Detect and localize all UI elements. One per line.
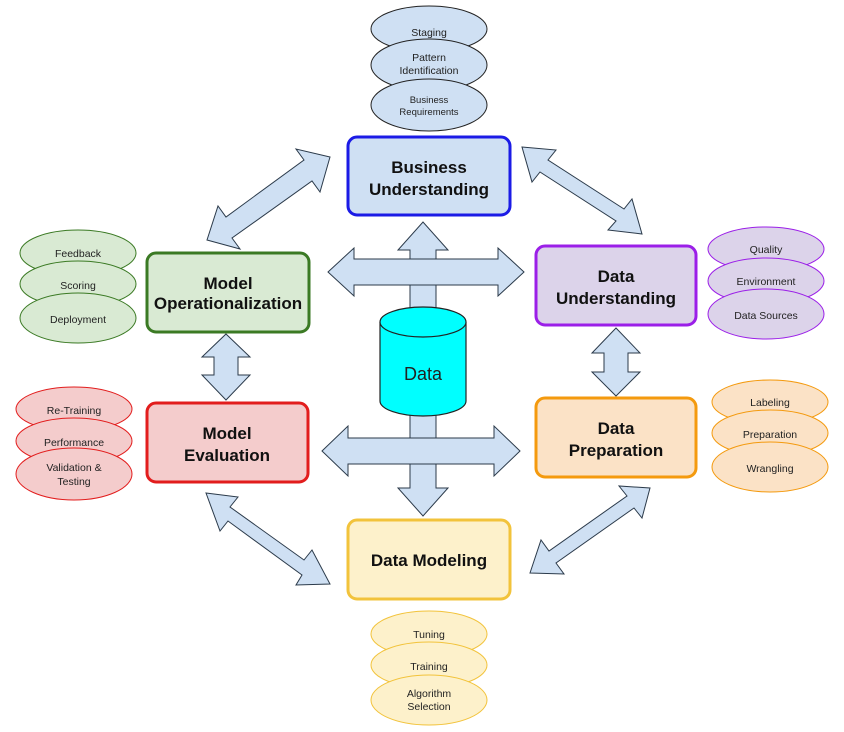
business-understanding-title-line2: Understanding [369, 180, 489, 199]
task-label: Business [410, 95, 449, 106]
data-understanding-title-line2: Understanding [556, 289, 676, 308]
task-label: Preparation [743, 429, 797, 441]
data-preparation-title-line2: Preparation [569, 441, 663, 460]
tasks-data-understanding: Quality Environment Data Sources [707, 226, 825, 340]
data-cylinder: Data [379, 306, 467, 417]
tasks-data-preparation: Labeling Preparation Wrangling [711, 379, 829, 493]
flow-arrows [200, 146, 651, 586]
model-operationalization-title-line2: Operationalization [154, 294, 302, 313]
phase-business-understanding: Business Understanding [346, 135, 512, 217]
phase-data-preparation: Data Preparation [534, 396, 698, 479]
task-ellipse: Scoring [19, 260, 137, 308]
task-ellipse: Business Requirements [370, 78, 488, 132]
arrow-evaluation-modeling [205, 492, 331, 586]
task-label: Testing [57, 476, 90, 488]
data-label: Data [404, 364, 443, 384]
tasks-data-modeling: Tuning Training Algorithm Selection [370, 610, 488, 726]
task-label: Identification [400, 65, 459, 77]
task-label: Algorithm [407, 688, 452, 700]
arrow-business-data-understanding [521, 146, 643, 235]
arrow-preparation-modeling [529, 485, 651, 575]
arrow-business-operationalization [206, 148, 331, 250]
task-ellipse: Re-Training [15, 386, 133, 432]
task-label: Requirements [399, 107, 458, 118]
task-ellipse: Data Sources [707, 288, 825, 340]
tasks-model-evaluation: Re-Training Performance Validation & Tes… [15, 386, 133, 501]
phase-data-modeling: Data Modeling [346, 518, 512, 601]
business-understanding-title-line1: Business [391, 158, 467, 177]
task-ellipse: Validation & Testing [15, 447, 133, 501]
task-label: Pattern [412, 52, 446, 64]
phase-model-evaluation: Model Evaluation [145, 401, 310, 484]
task-label: Training [410, 661, 448, 673]
data-preparation-title-line1: Data [598, 419, 635, 438]
task-label: Wrangling [746, 463, 793, 475]
tasks-business-understanding: Staging Pattern Identification Business … [370, 5, 488, 132]
task-label: Environment [737, 276, 796, 288]
phase-data-understanding: Data Understanding [534, 244, 698, 327]
task-label: Validation & [46, 462, 101, 474]
model-evaluation-title-line2: Evaluation [184, 446, 270, 465]
task-ellipse: Quality [707, 226, 825, 272]
model-evaluation-title-line1: Model [202, 424, 251, 443]
phase-model-operationalization: Model Operationalization [145, 251, 311, 334]
task-ellipse: Deployment [19, 292, 137, 344]
arrow-understanding-preparation [590, 327, 642, 397]
task-label: Staging [411, 27, 447, 39]
task-label: Re-Training [47, 405, 102, 417]
data-understanding-title-line1: Data [598, 267, 635, 286]
arrow-operationalization-evaluation [200, 333, 252, 401]
arrow-operationalization-understanding [327, 246, 525, 298]
task-label: Labeling [750, 397, 790, 409]
task-label: Performance [44, 437, 104, 449]
task-label: Quality [750, 244, 783, 256]
task-ellipse: Wrangling [711, 441, 829, 493]
task-label: Data Sources [734, 310, 798, 322]
task-label: Deployment [50, 314, 106, 326]
tasks-model-operationalization: Feedback Scoring Deployment [19, 229, 137, 344]
task-label: Selection [407, 701, 450, 713]
data-modeling-title: Data Modeling [371, 551, 487, 570]
task-label: Tuning [413, 629, 445, 641]
arrow-evaluation-preparation [321, 424, 521, 478]
task-ellipse: Preparation [711, 409, 829, 457]
task-label: Feedback [55, 248, 102, 260]
task-ellipse: Algorithm Selection [370, 674, 488, 726]
model-operationalization-title-line1: Model [203, 274, 252, 293]
task-label: Scoring [60, 280, 96, 292]
